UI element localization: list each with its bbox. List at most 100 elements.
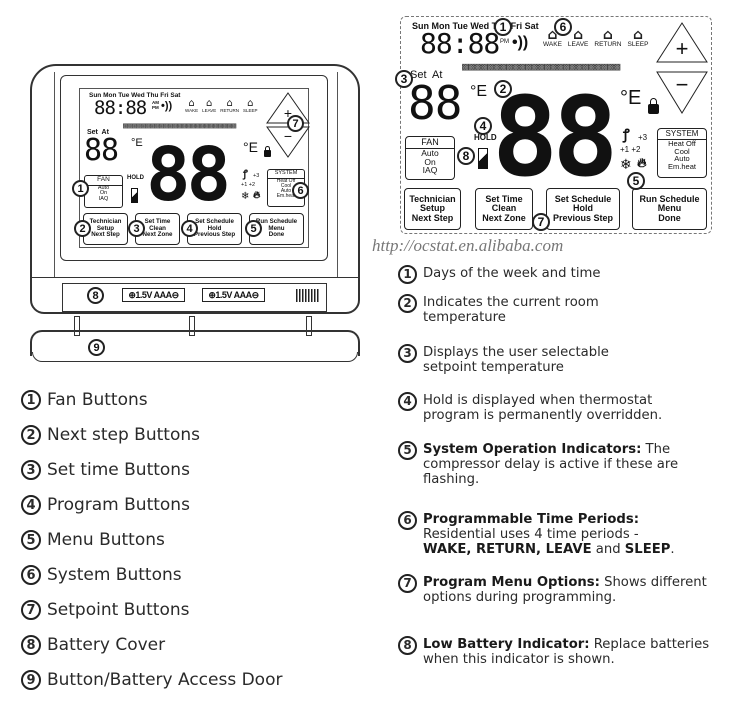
days-of-week: Sun Mon Tue Wed Thu Fri Sat (412, 21, 539, 31)
hold-indicator: HOLD (127, 175, 144, 181)
wireless-signal-icon: •)) (512, 34, 529, 51)
return-period: ⌂ RETURN (220, 98, 240, 113)
fan-title: FAN (406, 137, 454, 149)
battery-spring-icon (296, 289, 320, 302)
am-indicator: AM (152, 100, 159, 105)
set-at-label: Set At (87, 129, 109, 136)
fan-stage-icon: ꝭ (623, 126, 630, 142)
system-option-auto: Auto (280, 187, 292, 194)
return-period: ⌂ RETURN (594, 27, 622, 48)
fan-option-iaq: IAQ (98, 195, 109, 202)
callout-5: 5 (245, 220, 262, 237)
period-icons: ⌂ WAKE ⌂ LEAVE ⌂ RETURN ⌂ SLEEP (185, 99, 258, 114)
snowflake-icon: ❄ (620, 156, 632, 172)
room-temperature-digits: 88 (492, 73, 618, 201)
device-inner-frame (54, 72, 338, 278)
system-group[interactable]: SYSTEM Heat Off Cool Auto Em.heat (657, 128, 707, 178)
access-door[interactable] (30, 330, 360, 356)
callout-9: 9 (88, 339, 105, 356)
low-battery-icon (478, 148, 488, 169)
flame-icon: 🔥︎ (637, 155, 647, 170)
callout-6: 6 (292, 182, 309, 199)
display-legend-1: 1 Days of the week and time (398, 265, 738, 284)
house-icon: ⌂ (632, 27, 643, 43)
battery-slot-1: ⊕1.5V AAA⊖ (122, 288, 185, 302)
system-option-cool: Cool (674, 146, 690, 156)
access-door-lower (32, 352, 358, 362)
house-icon: ⌂ (547, 27, 558, 43)
setpoint-digits: 88 (408, 76, 462, 130)
wake-period: ⌂ WAKE (185, 98, 199, 113)
display-legend-7: 7 Program Menu Options: Shows different … (398, 574, 728, 605)
fan-option-on: On (99, 190, 108, 196)
system-option-auto: Auto (674, 154, 690, 163)
house-icon: ⌂ (226, 98, 233, 109)
low-battery-icon (131, 188, 138, 203)
clock-digits: 88:88 (94, 97, 147, 119)
display-legend-3: 3 Displays the user selectable setpoint … (398, 344, 628, 375)
fan-group[interactable]: FAN Auto On IAQ (405, 136, 455, 180)
setpoint-down-icon: − (284, 128, 292, 144)
days-of-week: Sun Mon Tue Wed Thu Fri Sat (89, 92, 181, 99)
fan-group[interactable]: FAN Auto On IAQ (84, 175, 123, 208)
hold-indicator: HOLD (474, 133, 497, 142)
setpoint-unit: °E (131, 137, 143, 149)
callout-7: 7 (532, 213, 550, 231)
house-icon: ⌂ (573, 27, 584, 43)
system-title: SYSTEM (268, 170, 304, 179)
fan-title: FAN (85, 176, 122, 186)
display-legend-5: 5 System Operation Indicators: The compr… (398, 441, 708, 487)
lcd-screen-left (79, 88, 309, 248)
callout-2: 2 (74, 220, 91, 237)
set-schedule-hold-previous-step-button[interactable]: Set Schedule Hold Previous Step (546, 188, 620, 230)
pm-indicator: PM (152, 105, 159, 110)
callout-7: 7 (287, 115, 304, 132)
fan-option-on: On (424, 156, 436, 167)
callout-6: 6 (554, 18, 572, 36)
display-legend-6: 6 Programmable Time Periods: Residential… (398, 511, 708, 557)
battery-cover[interactable] (62, 283, 327, 312)
battery-compartment (30, 277, 360, 313)
leave-period: ⌂ LEAVE (202, 98, 217, 113)
room-temperature-unit: °E (243, 139, 258, 155)
display-legend-4: 4 Hold is displayed when thermostat prog… (398, 392, 698, 423)
system-group[interactable]: SYSTEM Heat Off Cool Auto Em.heat (267, 169, 305, 207)
flame-icon: 🔥︎ (253, 190, 261, 201)
run-schedule-menu-done-button[interactable]: Run Schedule Menu Done (632, 188, 707, 230)
set-at-label: Set At (410, 69, 443, 81)
callout-1: 1 (494, 18, 512, 36)
hinge-left (74, 316, 80, 336)
system-option-heat-off: Heat Off (276, 177, 296, 184)
fan-option-auto: Auto (421, 148, 439, 158)
set-time-clean-next-zone-button[interactable]: Set Time Clean Next Zone (475, 188, 533, 230)
leave-period: ⌂ LEAVE (567, 27, 589, 48)
dot-matrix-row: ▩▩▩▩▩▩▩▩▩▩▩▩▩▩▩▩▩▩▩▩▩▩▩▩▩ (462, 60, 621, 73)
technician-setup-next-step-button[interactable]: Technician Setup Next Step (404, 188, 461, 230)
system-option-heat-off: Heat Off (668, 139, 696, 148)
fan-stage-3: +3 (638, 133, 648, 142)
setpoint-up-icon: + (676, 36, 689, 61)
period-icons: ⌂ WAKE ⌂ LEAVE ⌂ RETURN ⌂ SLEEP (543, 28, 648, 49)
lock-icon (264, 146, 271, 157)
system-title: SYSTEM (658, 129, 706, 140)
setpoint-digits: 88 (84, 133, 119, 168)
setpoint-buttons[interactable]: + − (656, 22, 708, 114)
battery-slot-2: ⊕1.5V AAA⊖ (202, 288, 265, 302)
wake-period: ⌂ WAKE (543, 27, 562, 48)
snowflake-icon: ❄ (241, 191, 250, 202)
setpoint-down-icon: − (676, 72, 689, 97)
room-temperature-digits: 88 (146, 132, 231, 218)
callout-8: 8 (457, 147, 475, 165)
sleep-period: ⌂ SLEEP (243, 98, 258, 113)
sleep-period: ⌂ SLEEP (627, 27, 649, 48)
thermostat-device-illustration (30, 64, 360, 314)
callout-8: 8 (87, 287, 104, 304)
